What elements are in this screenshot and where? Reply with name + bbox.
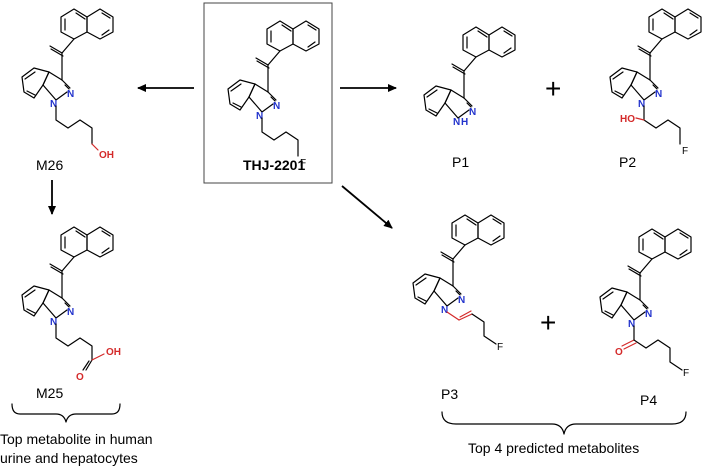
label-p3: P3: [441, 386, 459, 402]
arrow-to-p3-p4: [341, 185, 393, 229]
caption-predicted-metabolites: Top 4 predicted metabolites: [468, 440, 640, 456]
plus-p3-p4: +: [540, 307, 556, 338]
svg-text:OH: OH: [106, 347, 121, 358]
svg-text:F: F: [683, 368, 689, 379]
brace-predicted: [441, 411, 687, 435]
label-m26: M26: [36, 157, 64, 173]
parent-box: [203, 2, 333, 184]
svg-text:OH: OH: [99, 150, 114, 161]
compound-m26: N N OH: [21, 8, 114, 161]
svg-text:F: F: [497, 342, 503, 353]
brace-observed: [11, 403, 121, 423]
label-thj-2201: THJ-2201: [243, 157, 306, 173]
label-p1: P1: [452, 154, 470, 170]
svg-text:N: N: [273, 101, 280, 112]
compound-m25: N N O OH: [21, 226, 121, 383]
plus-p1-p2: +: [545, 73, 561, 104]
svg-text:N: N: [67, 89, 74, 100]
svg-text:N: N: [67, 307, 74, 318]
svg-text:O: O: [615, 347, 623, 358]
svg-text:N: N: [453, 117, 460, 128]
svg-text:N: N: [50, 317, 57, 328]
svg-text:N: N: [469, 107, 476, 118]
svg-text:N: N: [638, 99, 645, 110]
svg-text:O: O: [76, 372, 84, 383]
svg-text:N: N: [645, 309, 652, 320]
label-p2: P2: [619, 154, 637, 170]
caption-observed-metabolite: Top metabolite in human urine and hepato…: [0, 431, 153, 466]
label-p4: P4: [640, 392, 658, 408]
svg-text:N: N: [628, 319, 635, 330]
compound-p3: N N F: [412, 214, 505, 353]
svg-text:N: N: [50, 99, 57, 110]
compound-p2: N N HO F: [609, 8, 702, 157]
svg-text:H: H: [461, 117, 468, 128]
svg-text:HO: HO: [620, 114, 635, 125]
parent-compound: N N F: [203, 2, 333, 184]
label-m25: M25: [36, 385, 64, 401]
compound-p4: N N O F: [599, 228, 692, 379]
svg-text:N: N: [458, 295, 465, 306]
compound-p1: N N H: [423, 26, 516, 128]
svg-text:N: N: [256, 111, 263, 122]
svg-text:N: N: [441, 305, 448, 316]
svg-text:F: F: [300, 158, 306, 169]
svg-text:F: F: [682, 146, 688, 157]
svg-text:N: N: [655, 89, 662, 100]
